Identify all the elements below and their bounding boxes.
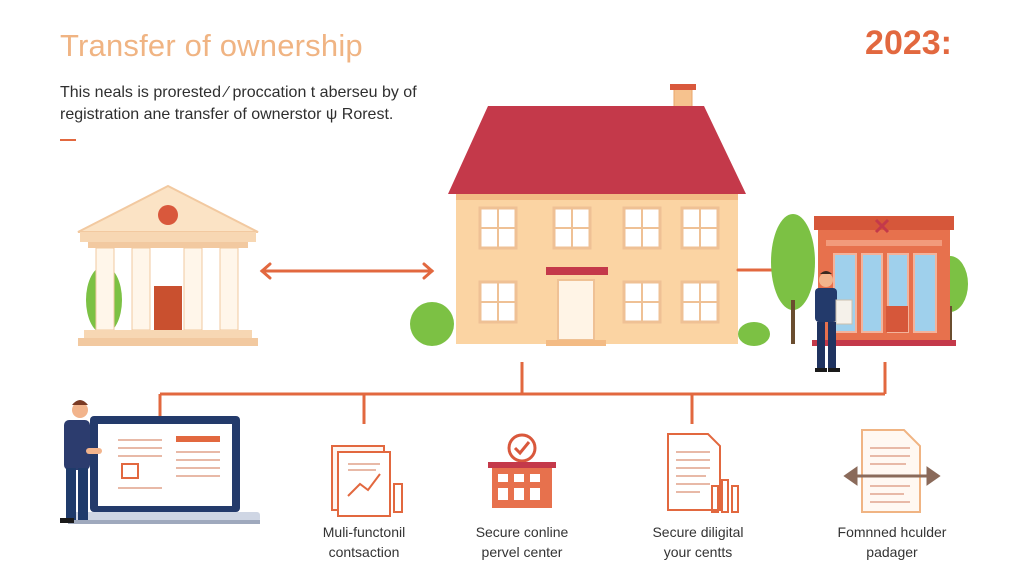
connector-lines xyxy=(158,362,887,424)
registry-office-icon xyxy=(771,214,968,346)
year-label: 2023: xyxy=(865,24,952,62)
laptop-icon xyxy=(68,416,260,524)
feature-label-3: Secure diligital your centts xyxy=(618,522,778,562)
feature-label-2-line-1: Secure conline xyxy=(475,524,569,540)
feature-label-2: Secure conline pervel center xyxy=(442,522,602,562)
businessman-figure xyxy=(815,271,853,372)
feature-label-2-line-2: pervel center xyxy=(481,544,563,560)
feature-label-4-line-2: padager xyxy=(866,544,918,560)
feature-label-3-line-2: your centts xyxy=(663,544,733,560)
secure-building-check-icon xyxy=(488,433,556,508)
feature-label-3-line-1: Secure diligital xyxy=(652,524,744,540)
digital-document-icon xyxy=(667,433,739,513)
feature-label-4-line-1: Fomnned hculder xyxy=(837,524,947,540)
document-chart-icon xyxy=(331,445,403,517)
feature-label-1-line-2: contsaction xyxy=(328,544,400,560)
feature-label-1: Muli-functonil contsaction xyxy=(284,522,444,562)
description-line-2: registration ane transfer of ownerstor ψ… xyxy=(60,106,394,123)
feature-label-1-line-1: Muli-functonil xyxy=(322,524,406,540)
accent-dash xyxy=(60,139,76,141)
page-title: Transfer of ownership xyxy=(60,28,363,63)
description-line-1: This neals is prorested ∕ proccation t a… xyxy=(60,84,417,101)
house-icon xyxy=(410,84,770,346)
description: This neals is prorested ∕ proccation t a… xyxy=(60,82,480,126)
man-at-laptop-figure xyxy=(60,400,102,523)
document-transfer-icon xyxy=(843,429,941,513)
double-arrow-left xyxy=(259,262,435,280)
feature-label-4: Fomnned hculder padager xyxy=(812,522,972,562)
bank-building-icon xyxy=(77,184,259,346)
